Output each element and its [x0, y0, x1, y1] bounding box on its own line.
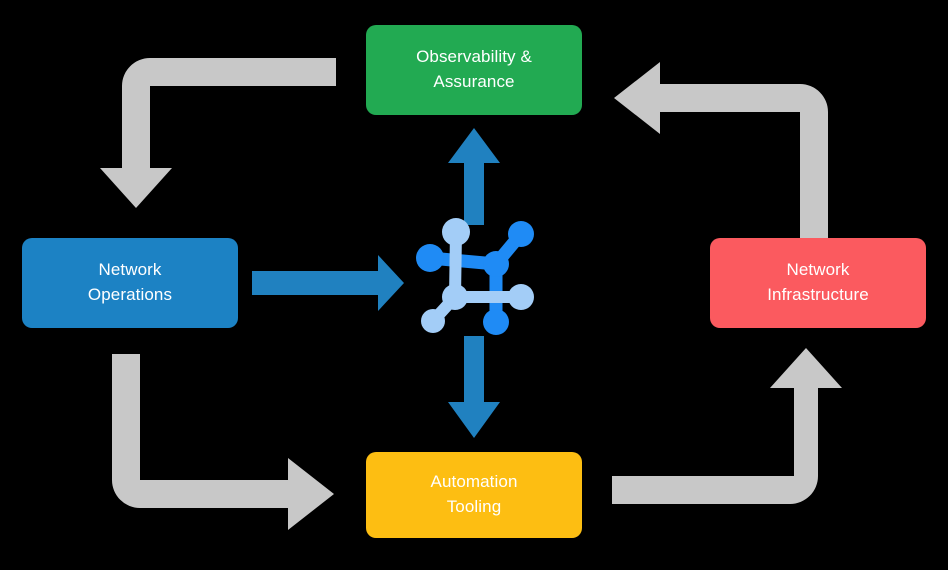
- node-box-infrastructure[interactable]: Network Infrastructure: [710, 238, 926, 328]
- node-label-operations: Network Operations: [87, 260, 173, 304]
- network-node-right: [508, 284, 534, 310]
- node-box-observability[interactable]: Observability & Assurance: [366, 25, 582, 115]
- network-icon-links: [423, 226, 528, 329]
- node-label-automation: Automation Tooling: [430, 472, 518, 516]
- node-label-infrastructure: Network Infrastructure: [767, 260, 869, 304]
- network-node-left: [416, 244, 444, 272]
- cycle-arrow-automation-to-infrastructure: [612, 348, 842, 504]
- network-node-hub-right: [483, 251, 509, 277]
- flow-arrow-center-to-automation: [448, 336, 500, 438]
- node-label-observability: Observability & Assurance: [416, 47, 532, 91]
- network-node-hub-left: [442, 284, 468, 310]
- network-node-top-right: [508, 221, 534, 247]
- node-box-operations[interactable]: Network Operations: [22, 238, 238, 328]
- network-node-top-left: [442, 218, 470, 246]
- cycle-arrow-observability-to-operations: [100, 58, 336, 208]
- flow-arrow-center-to-observability: [448, 128, 500, 225]
- cycle-arrow-operations-to-automation: [112, 354, 334, 530]
- node-box-automation[interactable]: Automation Tooling: [366, 452, 582, 538]
- network-node-bottom-right: [483, 309, 509, 335]
- network-node-bottom-left: [421, 309, 445, 333]
- network-icon-nodes: [416, 218, 534, 335]
- cycle-arrow-infrastructure-to-observability: [614, 62, 828, 238]
- flow-arrow-operations-to-center: [252, 255, 404, 311]
